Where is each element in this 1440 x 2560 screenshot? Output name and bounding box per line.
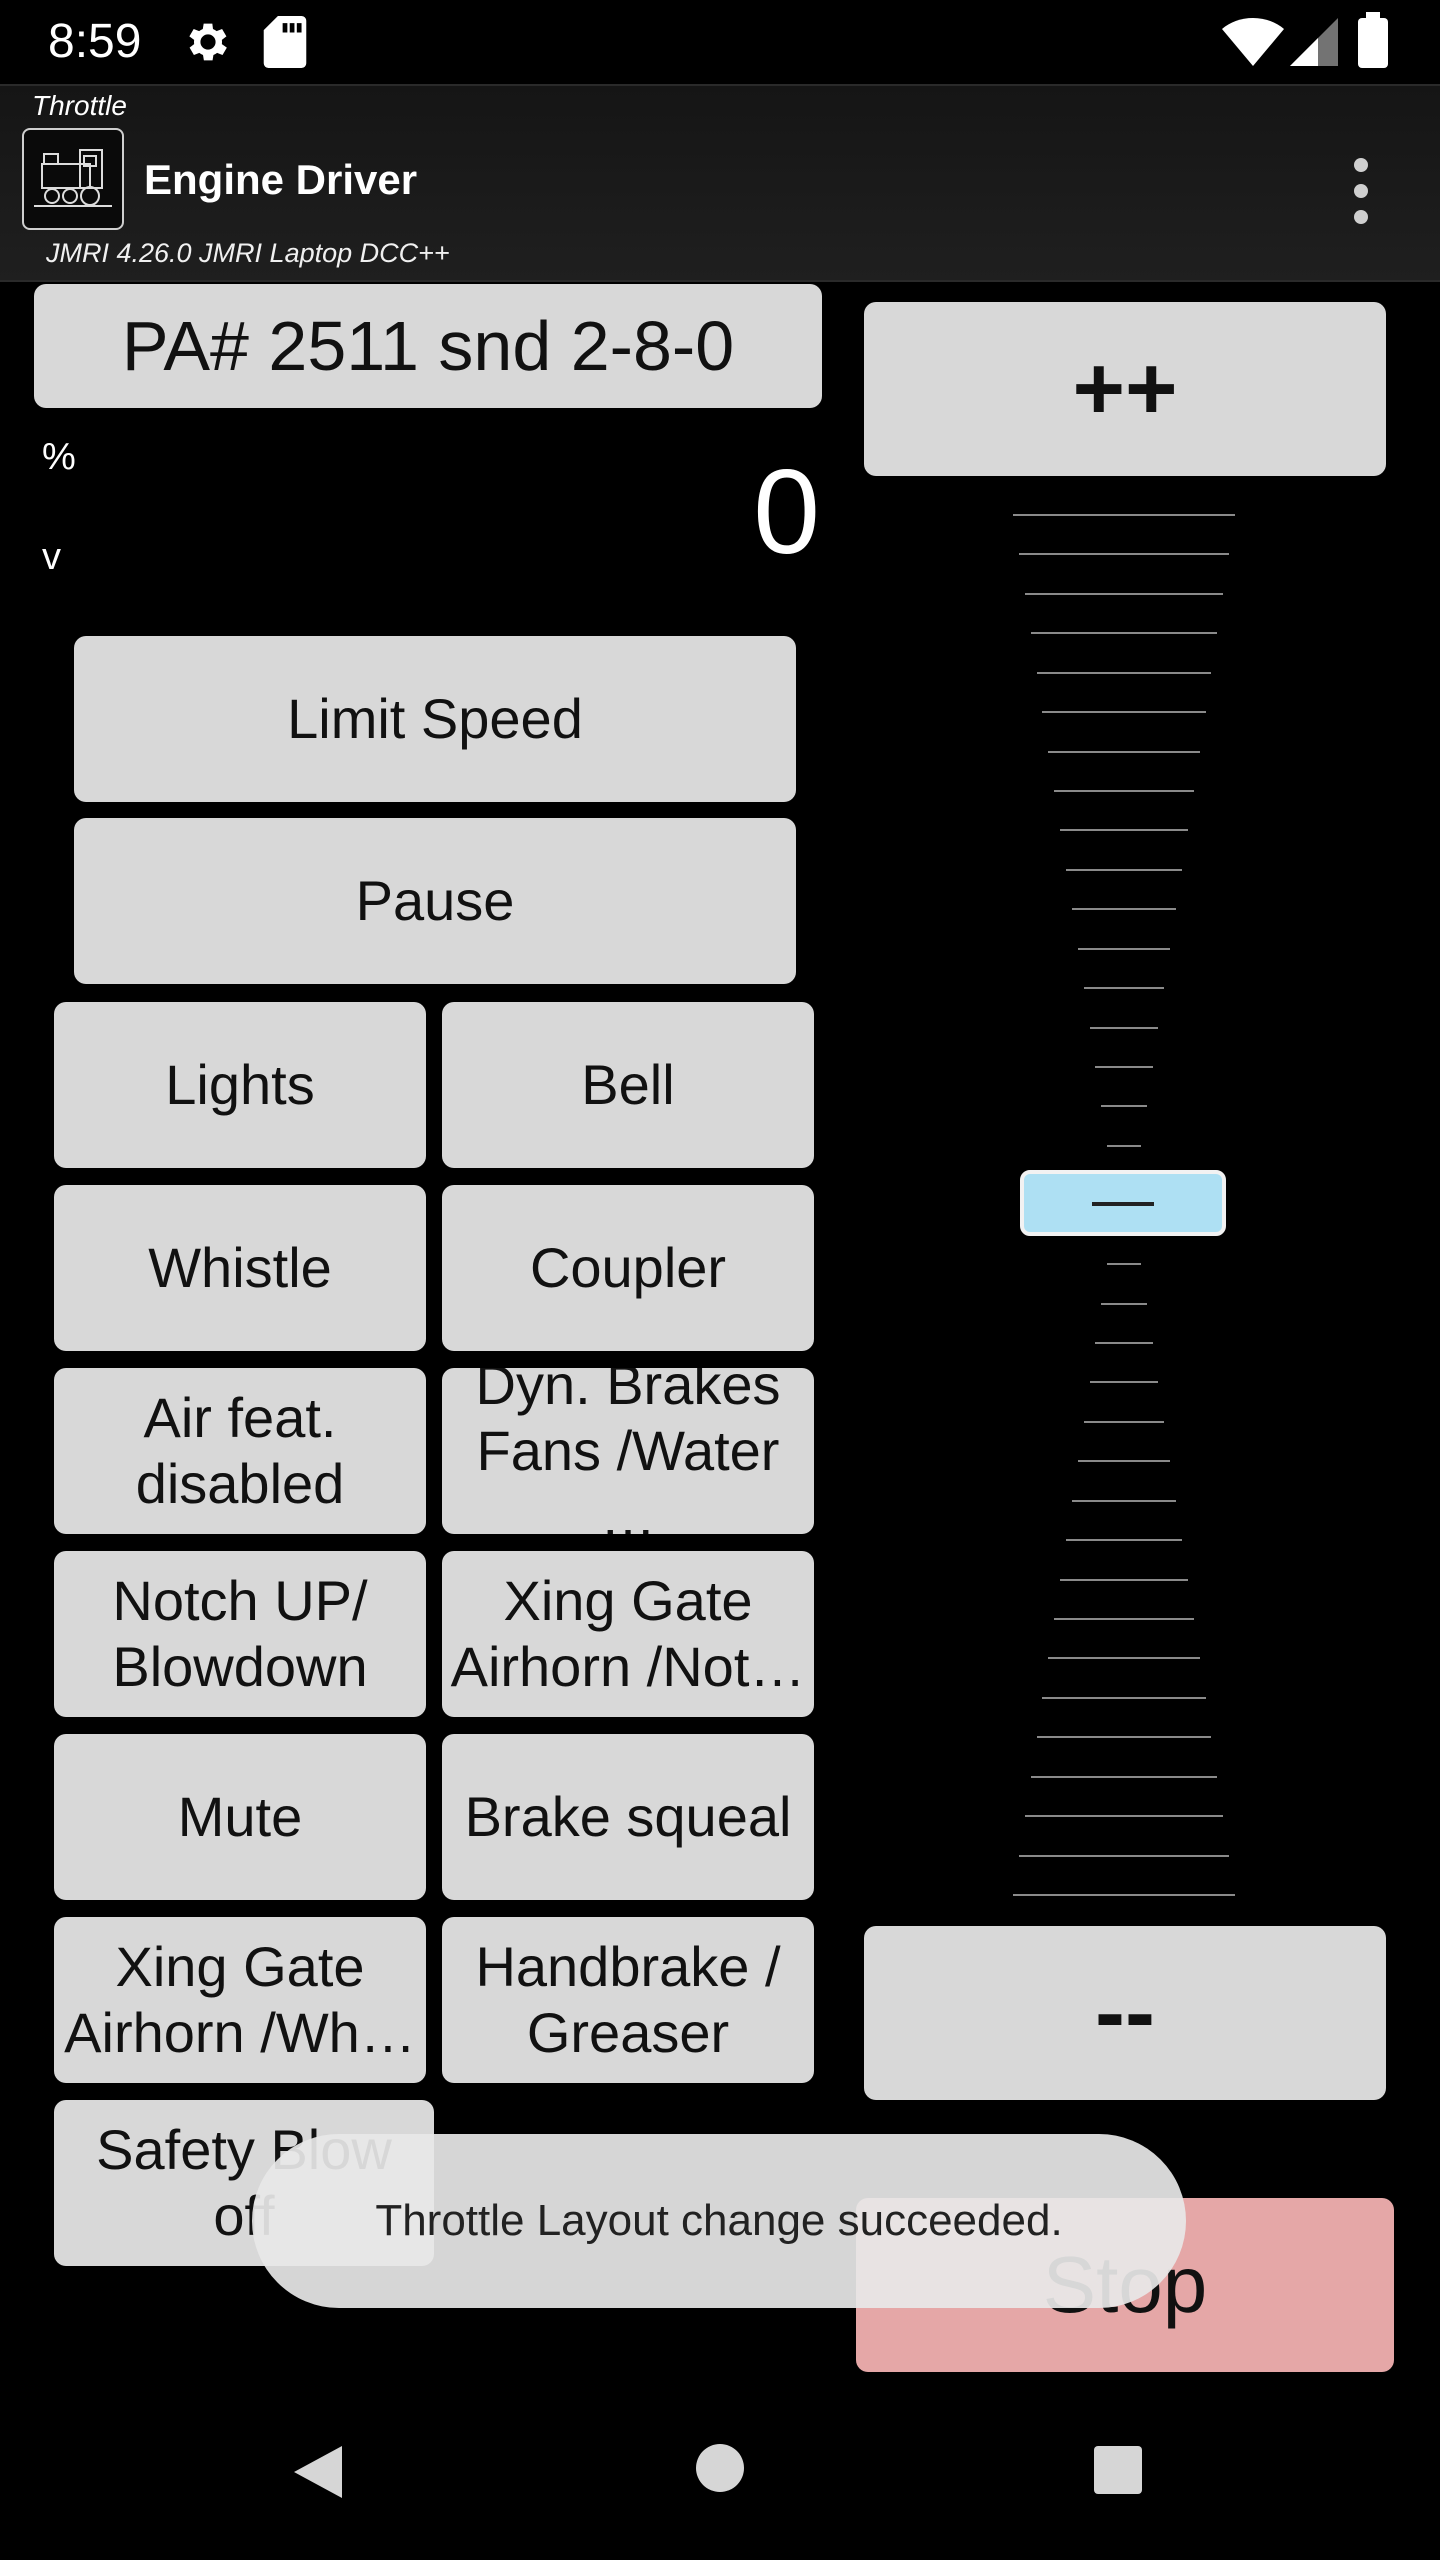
- slider-tick: [1089, 1381, 1159, 1384]
- sd-card-icon: [263, 16, 307, 68]
- function-button-whistle[interactable]: Whistle: [54, 1185, 426, 1351]
- screen-subtitle: Throttle: [32, 90, 127, 121]
- slider-tick: [1095, 1066, 1153, 1068]
- slider-tick: [1024, 1815, 1224, 1818]
- slider-tick: [1101, 1105, 1147, 1108]
- slider-tick: [1107, 1263, 1141, 1266]
- recents-icon[interactable]: [1092, 2444, 1144, 2496]
- server-info: JMRI 4.26.0 JMRI Laptop DCC++: [46, 238, 450, 268]
- cell-signal-icon: [1290, 18, 1338, 66]
- slider-tick: [1065, 868, 1183, 871]
- function-button-notch-up[interactable]: Notch UP/ Blowdown: [54, 1551, 426, 1717]
- slider-tick: [1048, 750, 1200, 753]
- slider-tick: [1024, 592, 1224, 595]
- function-button-coupler[interactable]: Coupler: [442, 1185, 814, 1351]
- speed-increase-button[interactable]: ++: [864, 302, 1386, 476]
- slider-tick: [1042, 1696, 1206, 1699]
- speed-slider-thumb[interactable]: [1020, 1170, 1226, 1236]
- settings-icon: [189, 23, 227, 61]
- slider-tick: [1089, 1026, 1159, 1029]
- slider-tick: [1013, 514, 1235, 516]
- function-button-lights[interactable]: Lights: [54, 1002, 426, 1168]
- slider-tick: [1095, 1342, 1153, 1344]
- loco-select-button[interactable]: PA# 2511 snd 2-8-0: [34, 284, 822, 408]
- toast-message: Throttle Layout change succeeded.: [252, 2134, 1186, 2308]
- slider-tick: [1030, 1775, 1218, 1778]
- slider-tick: [1071, 1499, 1177, 1502]
- function-button-bell[interactable]: Bell: [442, 1002, 814, 1168]
- app-bar: Throttle Engine Driver JMRI 4.26.0 JMRI …: [0, 84, 1440, 282]
- battery-icon: [1358, 12, 1388, 68]
- slider-tick: [1018, 553, 1230, 556]
- slider-tick: [1054, 1618, 1194, 1620]
- slider-tick: [1030, 632, 1218, 635]
- wifi-icon: [1222, 18, 1284, 66]
- home-icon[interactable]: [694, 2442, 746, 2494]
- function-button-air-feat[interactable]: Air feat. disabled: [54, 1368, 426, 1534]
- slider-tick: [1042, 711, 1206, 714]
- slider-tick: [1083, 987, 1165, 990]
- slider-tick: [1036, 671, 1212, 674]
- limit-speed-button[interactable]: Limit Speed: [74, 636, 796, 802]
- slider-tick: [1054, 790, 1194, 792]
- function-button-xing-gate-2[interactable]: Xing Gate Airhorn /Wh…: [54, 1917, 426, 2083]
- slider-tick: [1036, 1736, 1212, 1739]
- slider-tick: [1065, 1539, 1183, 1542]
- function-button-dyn-brakes[interactable]: Dyn. Brakes Fans /Water …: [442, 1368, 814, 1534]
- function-button-brake-squeal[interactable]: Brake squeal: [442, 1734, 814, 1900]
- app-logo-icon: [22, 128, 124, 230]
- slider-tick: [1018, 1854, 1230, 1857]
- slider-tick: [1060, 829, 1188, 832]
- slider-tick: [1107, 1144, 1141, 1147]
- slider-tick: [1013, 1894, 1235, 1896]
- direction-label: v: [42, 536, 61, 578]
- status-time: 8:59: [48, 15, 142, 68]
- function-button-xing-gate-1[interactable]: Xing Gate Airhorn /Not…: [442, 1551, 814, 1717]
- speed-unit-label: %: [42, 436, 76, 478]
- function-button-mute[interactable]: Mute: [54, 1734, 426, 1900]
- slider-tick: [1071, 908, 1177, 911]
- slider-tick: [1101, 1302, 1147, 1305]
- status-bar: 8:59: [0, 0, 1440, 84]
- pause-button[interactable]: Pause: [74, 818, 796, 984]
- navigation-bar: [0, 2390, 1440, 2560]
- slider-tick: [1077, 947, 1171, 950]
- slider-thumb-grip: [1092, 1202, 1154, 1206]
- speed-decrease-button[interactable]: --: [864, 1926, 1386, 2100]
- slider-tick: [1048, 1657, 1200, 1660]
- app-title: Engine Driver: [144, 156, 418, 203]
- speed-value: 0: [753, 445, 820, 579]
- slider-tick: [1077, 1460, 1171, 1463]
- back-icon[interactable]: [290, 2442, 346, 2502]
- overflow-menu-icon[interactable]: [1340, 152, 1384, 232]
- function-button-handbrake[interactable]: Handbrake / Greaser: [442, 1917, 814, 2083]
- slider-tick: [1083, 1420, 1165, 1423]
- slider-tick: [1060, 1578, 1188, 1581]
